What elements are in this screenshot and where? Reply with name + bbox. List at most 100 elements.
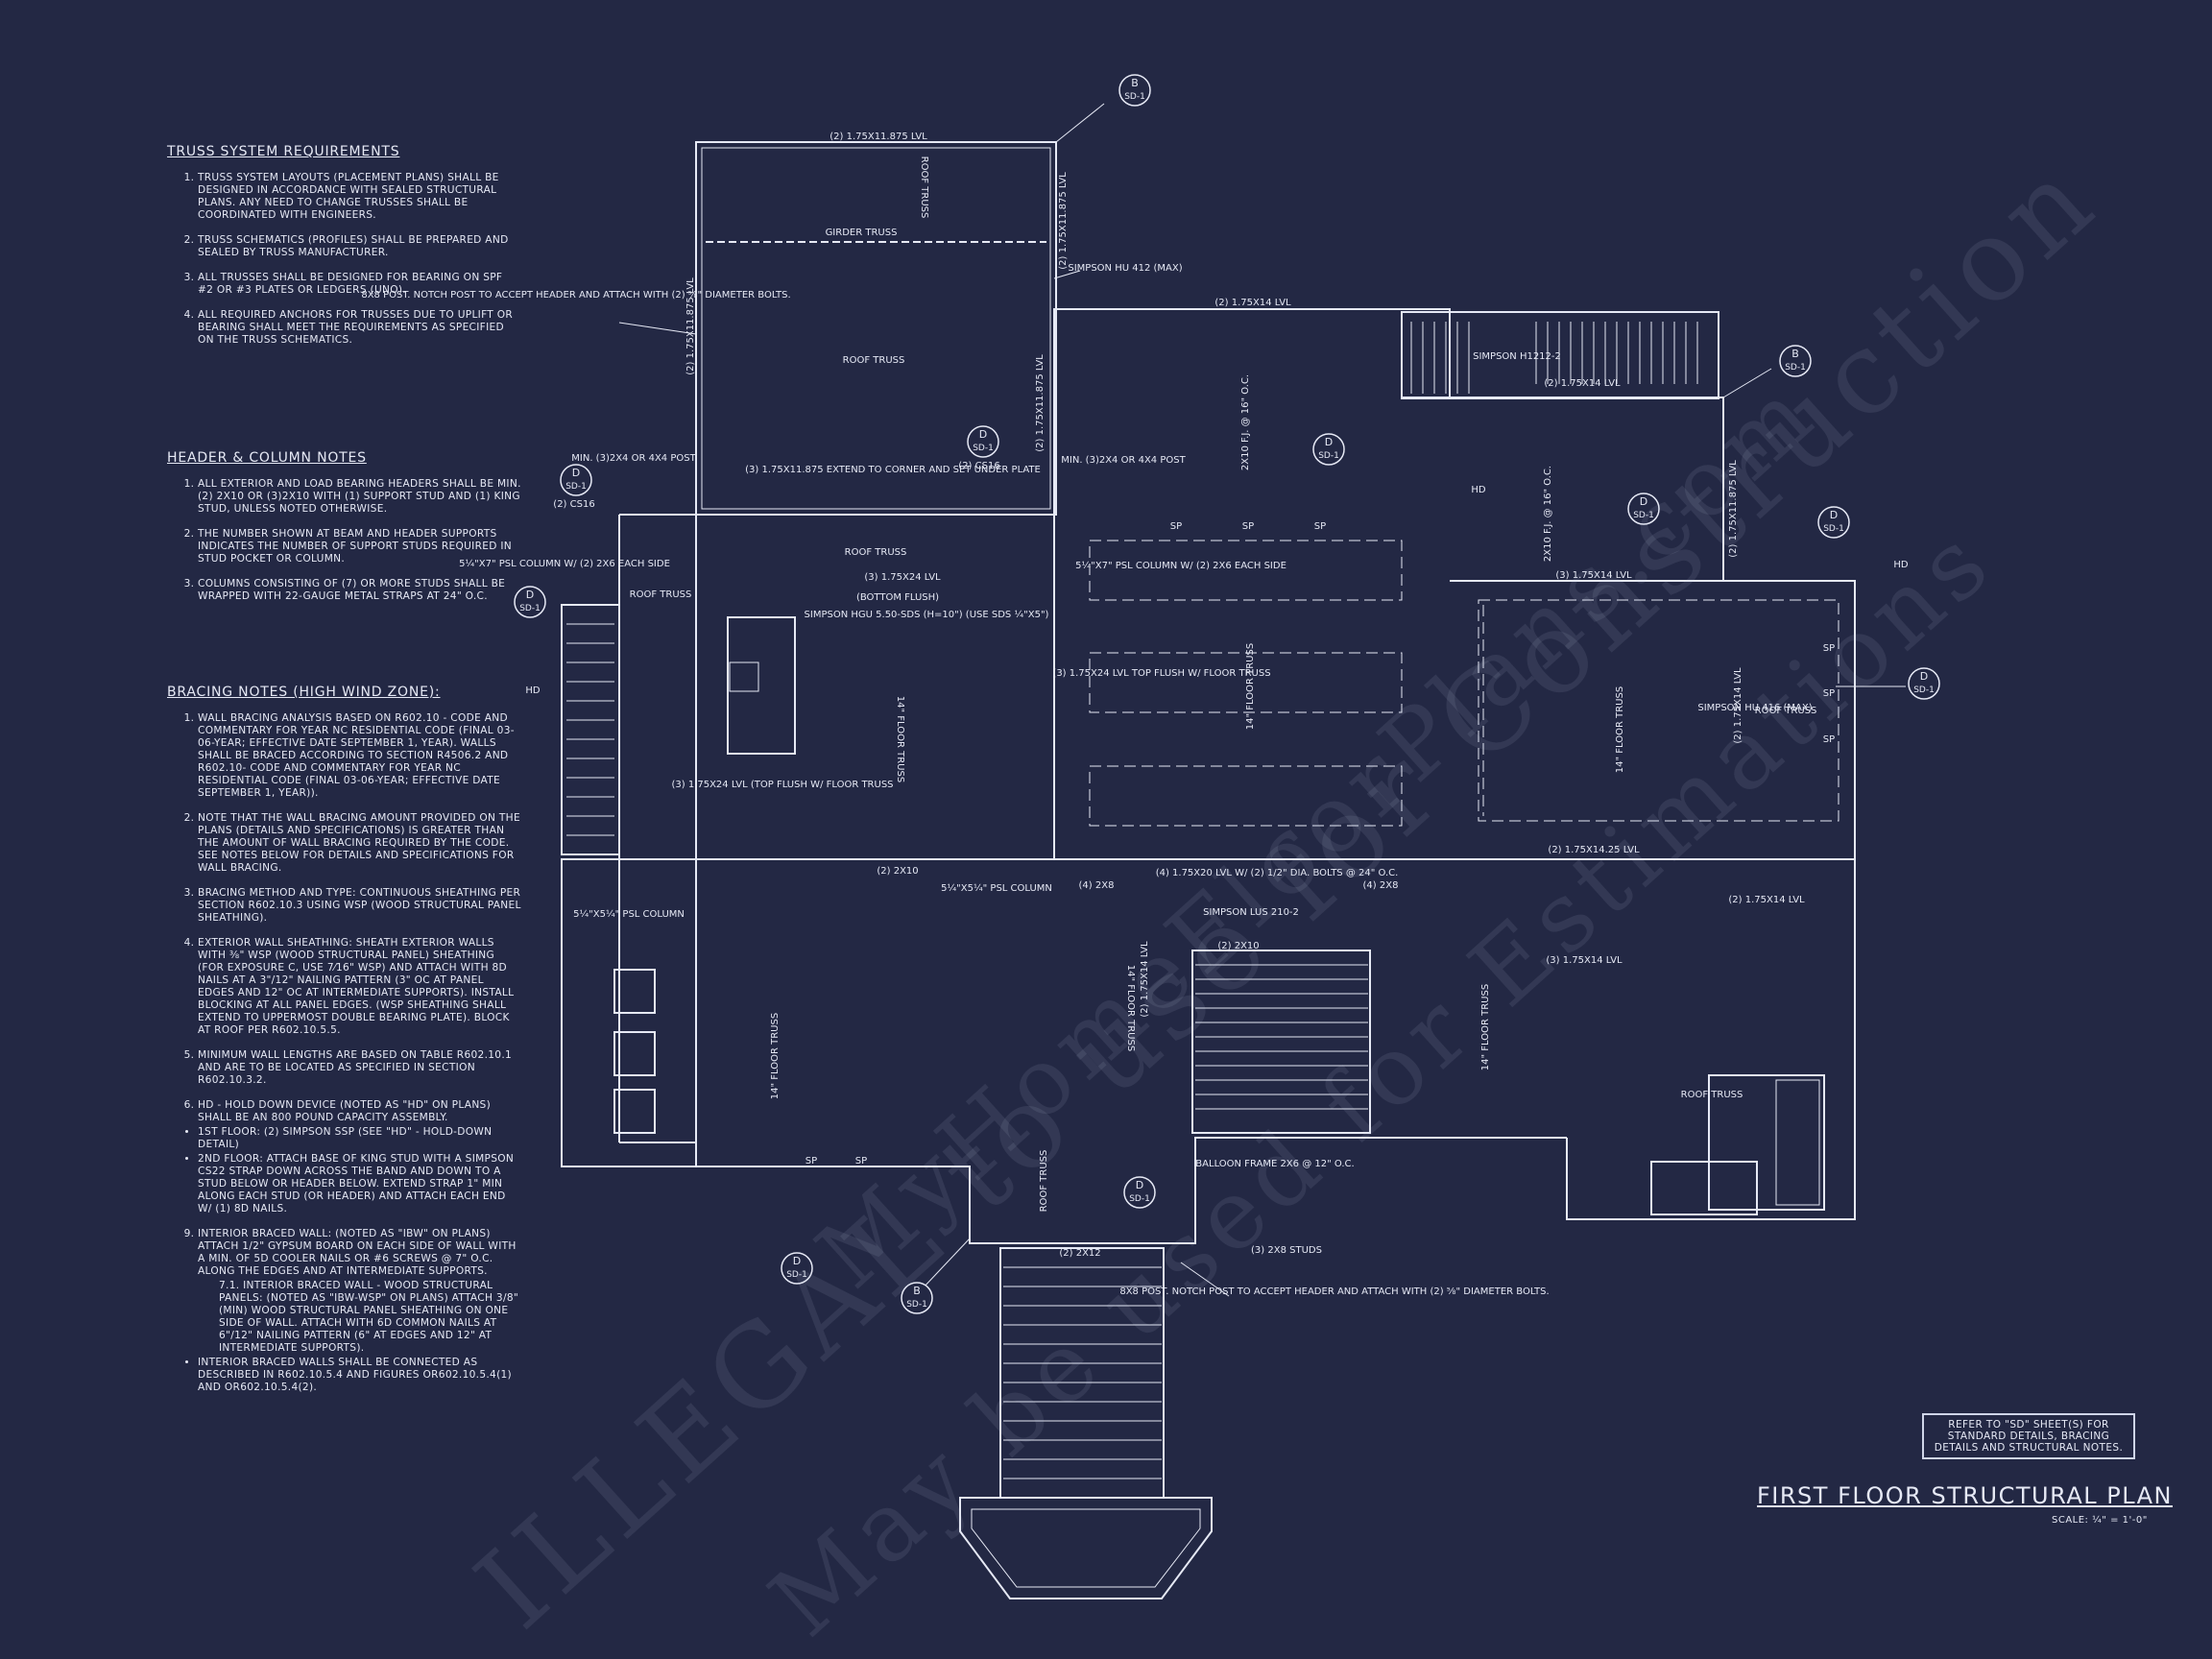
label-lvl-1425: (2) 1.75x14.25 LVL xyxy=(1548,845,1640,855)
header-note-1: ALL EXTERIOR AND LOAD BEARING HEADERS SH… xyxy=(198,478,521,516)
label-psl-mid: 5¼"x7" PSL COLUMN W/ (2) 2x6 EACH SIDE xyxy=(1075,560,1286,571)
label-hd-mid: HD xyxy=(1471,485,1486,495)
tag-d-9: D xyxy=(793,1255,801,1267)
label-min-post-left: MIN. (3)2x4 OR 4x4 POST xyxy=(571,453,696,464)
tag-b-right: B xyxy=(1791,348,1799,360)
label-h-2x10-b: (2) 2x10 xyxy=(1217,941,1259,951)
label-lvl-mid-vert: (2) 1.75x11.875 LVL xyxy=(1035,354,1046,452)
truss-note-2: TRUSS SCHEMATICS (PROFILES) SHALL BE PRE… xyxy=(198,234,521,259)
bracing-note-6: HD - HOLD DOWN DEVICE (NOTED AS "HD" ON … xyxy=(198,1099,521,1124)
label-h-2x12: (2) 2x12 xyxy=(1059,1248,1100,1259)
label-lvl-14-c: (2) 1.75x14 LVL xyxy=(1728,895,1805,905)
label-lvl-right-vert: (2) 1.75x11.875 LVL xyxy=(1058,172,1069,270)
bracing-bullet-2: 2ND FLOOR: ATTACH BASE OF KING STUD WITH… xyxy=(198,1153,521,1215)
truss-note-1: TRUSS SYSTEM LAYOUTS (PLACEMENT PLANS) S… xyxy=(198,172,521,222)
label-sp-2: SP xyxy=(1242,521,1254,532)
label-lvl-14-b: (3) 1.75x14 LVL xyxy=(1546,955,1623,966)
label-lvl-14-vert2: (2) 1.75x14 LVL xyxy=(1140,941,1150,1018)
bracing-note-7: INTERIOR BRACED WALL: (NOTED AS "IBW" ON… xyxy=(198,1228,521,1278)
tag-d-6: D xyxy=(1830,509,1838,521)
label-floor-truss-d: 14" FLOOR TRUSS xyxy=(1125,965,1136,1051)
label-balloon: BALLOON FRAME 2x6 @ 12" O.C. xyxy=(1195,1159,1354,1169)
tag-b-bottom: B xyxy=(913,1285,921,1297)
tag-b-bottom-sheet: SD-1 xyxy=(906,1300,927,1310)
bracing-note-5: MINIMUM WALL LENGTHS ARE BASED ON TABLE … xyxy=(198,1049,521,1087)
tag-d-3: D xyxy=(1325,436,1333,448)
label-h-2x8-b: (4) 2x8 xyxy=(1363,880,1399,891)
label-simpson-hu416: SIMPSON HU 416 (MAX) xyxy=(1697,703,1812,713)
label-roof-truss-2: ROOF TRUSS xyxy=(843,355,905,366)
header-notes-heading: HEADER & COLUMN NOTES xyxy=(167,450,367,466)
label-floor-truss-c: 14" FLOOR TRUSS xyxy=(1615,686,1625,773)
tag-d-8: D xyxy=(1136,1179,1143,1191)
tag-b-top: B xyxy=(1131,77,1139,89)
bracing-note-1: WALL BRACING ANALYSIS BASED ON R602.10 -… xyxy=(198,712,521,800)
label-sp-1: SP xyxy=(1170,521,1182,532)
truss-note-3: ALL TRUSSES SHALL BE DESIGNED FOR BEARIN… xyxy=(198,272,521,297)
header-column-notes: HEADER & COLUMN NOTES ALL EXTERIOR AND L… xyxy=(161,450,521,615)
label-floor-truss-b: 14" FLOOR TRUSS xyxy=(1245,643,1256,730)
tag-d-7-sheet: SD-1 xyxy=(1913,685,1935,695)
label-flush-floor-left: (3) 1.75x24 LVL (TOP FLUSH W/ FLOOR TRUS… xyxy=(671,780,893,790)
tag-d-8-sheet: SD-1 xyxy=(1129,1194,1150,1204)
label-psl-554-a: 5¼"x5¼" PSL COLUMN xyxy=(573,908,685,920)
label-sp-7: SP xyxy=(805,1156,817,1166)
bracing-notes: BRACING NOTES (HIGH WIND ZONE): WALL BRA… xyxy=(161,685,521,1407)
label-roof-truss-3: ROOF TRUSS xyxy=(845,547,907,558)
label-post-note-bottom: 8x8 POST. NOTCH POST TO ACCEPT HEADER AN… xyxy=(1119,1286,1549,1297)
label-floor-truss-f: 14" FLOOR TRUSS xyxy=(1480,984,1491,1070)
label-lvl-far-right: (2) 1.75x11.875 LVL xyxy=(1728,460,1739,558)
tag-d-2: D xyxy=(572,467,580,479)
label-flush-floor-mid: (3) 1.75x24 LVL TOP FLUSH W/ FLOOR TRUSS xyxy=(1052,668,1270,679)
header-note-2: THE NUMBER SHOWN AT BEAM AND HEADER SUPP… xyxy=(198,528,521,565)
label-min-post-mid: MIN. (3)2x4 OR 4x4 POST xyxy=(1061,455,1186,466)
tag-d-5-sheet: SD-1 xyxy=(519,604,541,613)
bracing-note-2: NOTE THAT THE WALL BRACING AMOUNT PROVID… xyxy=(198,812,521,875)
plan-title: FIRST FLOOR STRUCTURAL PLAN xyxy=(1757,1482,2173,1509)
label-lvl-left-vert: (2) 1.75x11.875 LVL xyxy=(685,277,696,375)
label-floor-truss-e: 14" FLOOR TRUSS xyxy=(770,1013,781,1099)
tag-d-9-sheet: SD-1 xyxy=(786,1270,807,1280)
label-sp-4: SP xyxy=(1823,643,1835,654)
label-bottom-flush: (BOTTOM FLUSH) xyxy=(856,592,939,603)
label-lvl-upper-right: (2) 1.75x14 LVL xyxy=(1214,298,1291,308)
label-floor-truss-a: 14" FLOOR TRUSS xyxy=(895,696,905,782)
tag-d-4: D xyxy=(1640,495,1647,508)
bracing-note-7-1: 7.1. INTERIOR BRACED WALL - WOOD STRUCTU… xyxy=(219,1280,519,1354)
label-roof-truss-1: ROOF TRUSS xyxy=(919,156,929,219)
label-cs16-mid: (2) CS16 xyxy=(958,461,999,471)
label-roof-truss-5: ROOF TRUSS xyxy=(1681,1090,1743,1100)
label-lvl-deck: (2) 1.75x14 LVL xyxy=(1544,378,1621,389)
tag-d-4-sheet: SD-1 xyxy=(1633,511,1654,520)
label-lvl-1420: (4) 1.75x20 LVL W/ (2) 1/2" DIA. BOLTS @… xyxy=(1156,868,1399,878)
label-roof-truss-7: ROOF TRUSS xyxy=(1039,1150,1049,1213)
bracing-note-3: BRACING METHOD AND TYPE: CONTINUOUS SHEA… xyxy=(198,887,521,925)
plan-walls xyxy=(561,103,1906,1599)
tag-b-right-sheet: SD-1 xyxy=(1785,363,1806,373)
truss-note-4: ALL REQUIRED ANCHORS FOR TRUSSES DUE TO … xyxy=(198,309,521,347)
label-sp-5: SP xyxy=(1823,688,1835,699)
header-note-3: COLUMNS CONSISTING OF (7) OR MORE STUDS … xyxy=(198,578,521,603)
plan-text: (2) 1.75x11.875 LVL ROOF TRUSS GIRDER TR… xyxy=(361,77,1934,1310)
label-lvl-top: (2) 1.75x11.875 LVL xyxy=(830,132,927,142)
label-fj-1: 2x10 F.J. @ 16" O.C. xyxy=(1240,374,1251,470)
bracing-bullet-1: 1ST FLOOR: (2) SIMPSON SSP (SEE "HD" - H… xyxy=(198,1126,521,1151)
tag-d-5: D xyxy=(526,589,534,601)
label-h-2x8-a: (4) 2x8 xyxy=(1079,880,1115,891)
label-post-note-top: 8x8 POST. NOTCH POST TO ACCEPT HEADER AN… xyxy=(361,290,790,301)
label-lvl-14-a: (3) 1.75x14 LVL xyxy=(1555,570,1632,581)
label-cs16-left: (2) CS16 xyxy=(553,499,594,510)
label-simpson-h1212: SIMPSON H1212-2 xyxy=(1473,351,1561,362)
label-psl-554-b: 5¼"x5¼" PSL COLUMN xyxy=(941,882,1052,894)
tag-d-6-sheet: SD-1 xyxy=(1823,524,1844,534)
label-fj-2: 2x10 F.J. @ 16" O.C. xyxy=(1543,466,1553,562)
label-simpson-lus: SIMPSON LUS 210-2 xyxy=(1203,907,1299,918)
label-girder-truss: GIRDER TRUSS xyxy=(826,228,898,238)
reference-note-box: REFER TO "SD" SHEET(S) FOR STANDARD DETA… xyxy=(1922,1413,2135,1459)
label-simpson-hu412: SIMPSON HU 412 (MAX) xyxy=(1068,263,1182,274)
label-sp-6: SP xyxy=(1823,734,1835,745)
label-sp-8: SP xyxy=(855,1156,867,1166)
tag-b-top-sheet: SD-1 xyxy=(1124,92,1145,102)
tag-d-1-sheet: SD-1 xyxy=(973,444,994,453)
